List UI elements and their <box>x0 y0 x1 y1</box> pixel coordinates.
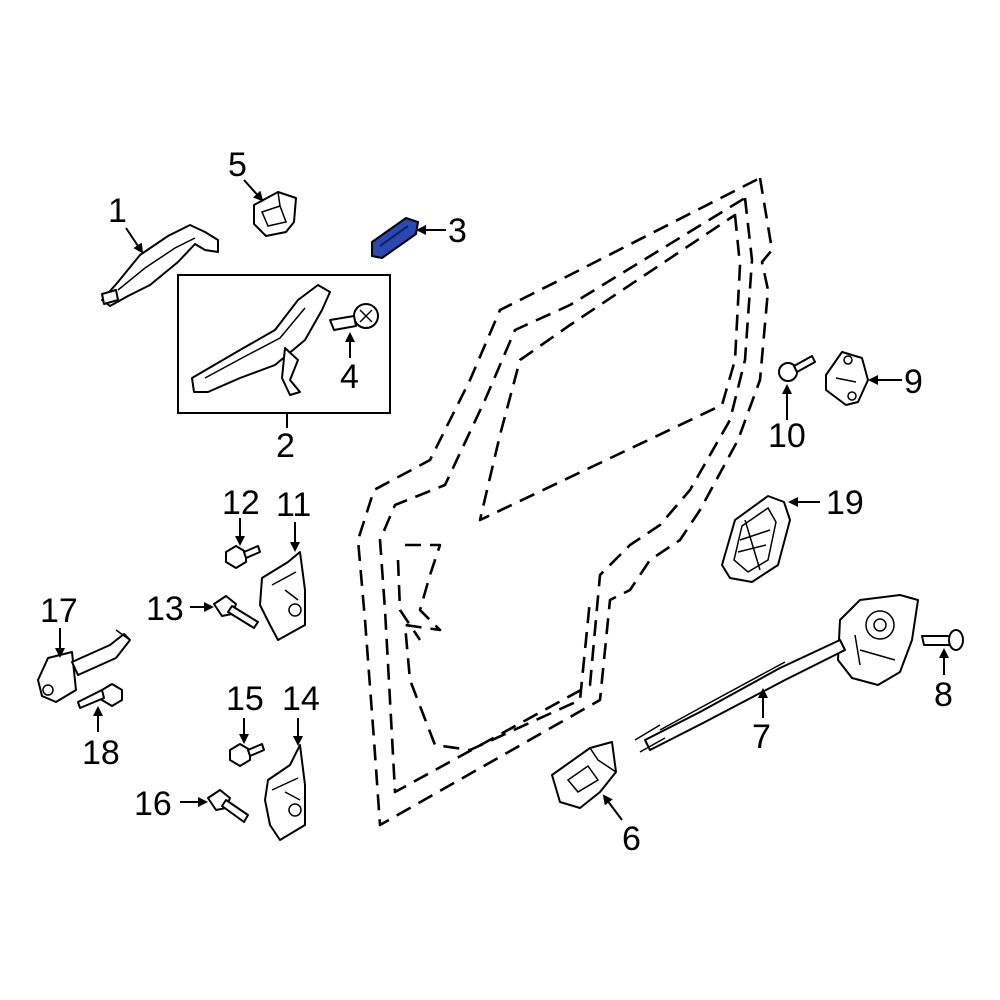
leader-lines <box>55 179 949 821</box>
hinge-bolt-16[interactable] <box>207 789 249 823</box>
door-lock-actuator[interactable] <box>634 594 919 753</box>
callout-12: 12 <box>222 484 260 522</box>
callout-7: 7 <box>752 718 771 756</box>
callout-6: 6 <box>622 820 641 858</box>
handle-assembly-box <box>177 274 391 414</box>
callout-3: 3 <box>448 212 467 250</box>
callout-5: 5 <box>228 146 247 184</box>
callout-13: 13 <box>146 590 184 628</box>
callout-14: 14 <box>282 680 320 718</box>
callout-15: 15 <box>226 680 264 718</box>
hinge-bolt-13[interactable] <box>213 595 259 629</box>
striker-bolt[interactable] <box>778 355 816 382</box>
callout-8: 8 <box>934 676 953 714</box>
upper-door-hinge[interactable] <box>259 551 306 641</box>
callout-10: 10 <box>768 417 806 455</box>
latch-cover[interactable] <box>721 495 791 583</box>
callout-17: 17 <box>40 592 78 630</box>
lower-door-hinge[interactable] <box>264 744 306 841</box>
callout-16: 16 <box>134 785 172 823</box>
handle-screw[interactable] <box>329 303 379 331</box>
door-outline <box>356 176 774 827</box>
handle-base-bracket[interactable] <box>253 191 297 237</box>
outside-door-handle[interactable] <box>101 224 219 307</box>
check-bolt-18[interactable] <box>77 683 123 709</box>
callout-9: 9 <box>904 363 923 401</box>
callout-labels: 1 2 3 4 5 6 7 8 9 10 11 12 13 14 15 16 1… <box>40 146 953 858</box>
callout-18: 18 <box>82 734 120 772</box>
callout-1: 1 <box>108 192 127 230</box>
callout-2: 2 <box>276 427 295 465</box>
door-check[interactable] <box>37 629 131 703</box>
striker[interactable] <box>825 351 869 406</box>
hinge-bolt-12[interactable] <box>225 545 261 569</box>
hinge-bolt-15[interactable] <box>229 743 265 767</box>
actuator-bolt[interactable] <box>921 629 964 651</box>
callout-11: 11 <box>276 486 311 524</box>
callout-4: 4 <box>340 358 359 396</box>
handle-gasket[interactable] <box>371 216 420 260</box>
lock-bracket[interactable] <box>551 741 617 809</box>
handle-frame[interactable] <box>191 284 331 396</box>
callout-19: 19 <box>826 484 864 522</box>
